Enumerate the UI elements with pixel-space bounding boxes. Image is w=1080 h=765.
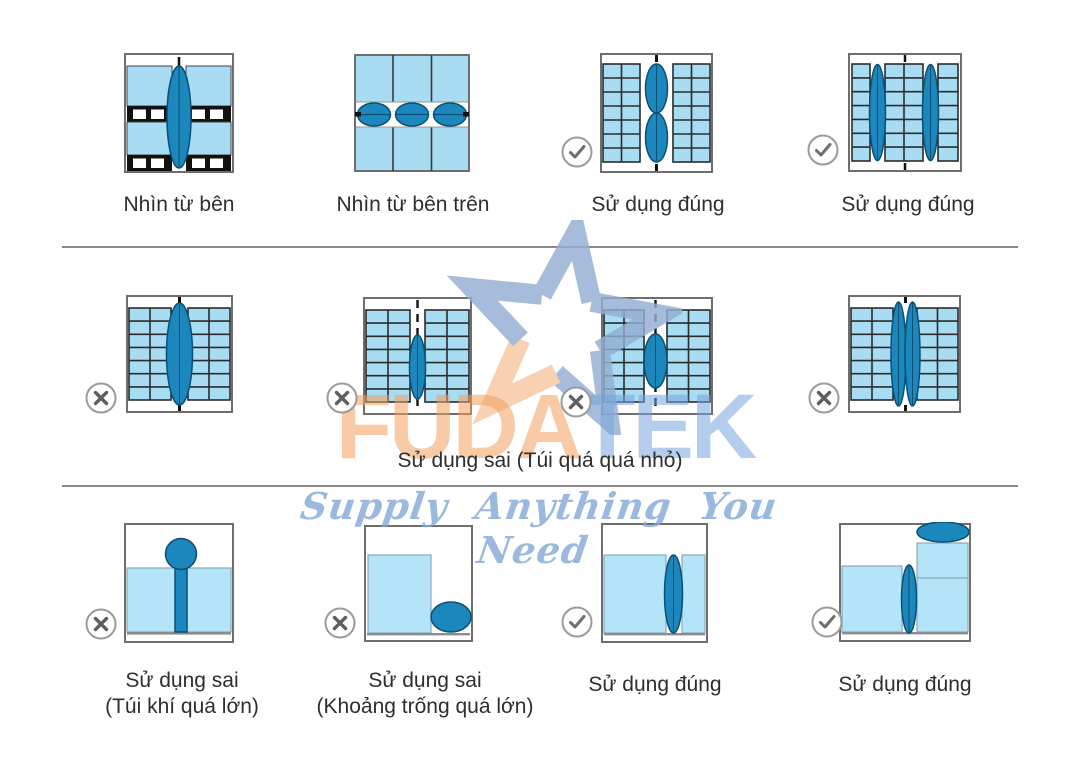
cargo-grid-diagram (126, 295, 233, 413)
figure-wrong-thin-bag (126, 295, 233, 413)
figure-side-view (124, 53, 234, 173)
figure-wrong-small-bag-2 (601, 297, 713, 415)
caption-wrong-gap-too-big: Sử dụng sai (Khoảng trống quá lớn) (316, 669, 534, 718)
caption-wrong-too-small: Sử dụng sai (Túi quá quá nhỏ) (397, 449, 683, 472)
cargo-block-diagram (839, 522, 971, 642)
caption-correct-3: Sử dụng đúng (588, 673, 722, 696)
figure-wrong-two-squeezed-bags (848, 295, 961, 413)
figure-correct-stacked-bags (600, 53, 713, 173)
x-icon (85, 608, 117, 640)
cargo-grid-diagram (848, 53, 962, 172)
section-divider-2 (62, 485, 1018, 487)
cargo-grid-diagram (848, 295, 961, 413)
figure-wrong-bag-too-big (124, 523, 234, 643)
cargo-block-diagram (124, 523, 234, 643)
figure-correct-snug-bag (601, 523, 708, 643)
check-icon (561, 606, 593, 638)
caption-correct-1: Sử dụng đúng (591, 193, 725, 216)
check-icon (561, 136, 593, 168)
check-icon (811, 606, 843, 638)
figure-wrong-gap-too-big (364, 525, 473, 642)
x-icon (85, 382, 117, 414)
cargo-grid-diagram (363, 297, 472, 415)
check-icon (807, 134, 839, 166)
caption-wrong-bag-too-big: Sử dụng sai (Túi khí quá lớn) (105, 669, 259, 718)
x-icon (326, 382, 358, 414)
cargo-top-view-diagram (354, 54, 470, 172)
cargo-grid-diagram (601, 297, 713, 415)
cargo-block-diagram (364, 525, 473, 642)
cargo-grid-diagram (600, 53, 713, 173)
caption-side-view: Nhìn từ bên (123, 193, 235, 216)
caption-correct-2: Sử dụng đúng (841, 193, 975, 216)
figure-top-view (354, 54, 470, 172)
figure-correct-uneven-stacks (838, 522, 972, 643)
cargo-side-view-diagram (124, 53, 234, 173)
tagline-watermark: Supply Anything You Need (297, 484, 781, 572)
caption-correct-4: Sử dụng đúng (838, 673, 972, 696)
figure-wrong-small-bag-1 (363, 297, 472, 415)
x-icon (324, 607, 356, 639)
x-icon (560, 386, 592, 418)
figure-correct-two-bags (848, 53, 962, 172)
section-divider-1 (62, 246, 1018, 248)
cargo-block-diagram (601, 523, 708, 643)
caption-top-view: Nhìn từ bên trên (336, 193, 490, 216)
x-icon (808, 382, 840, 414)
